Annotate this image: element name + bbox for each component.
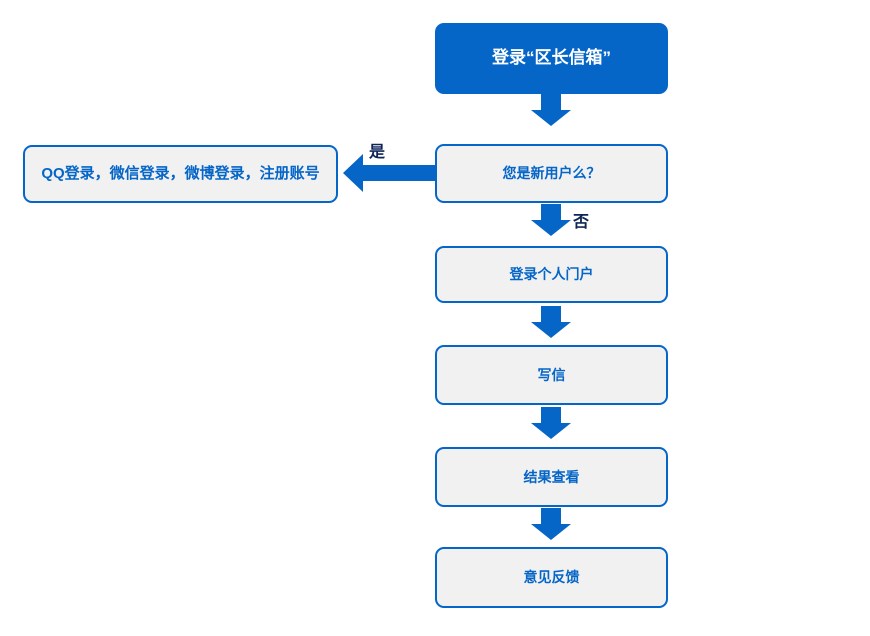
node-write-letter: 写信 [435,345,668,405]
node-feedback: 意见反馈 [435,547,668,608]
node-yes-login-options: QQ登录，微信登录，微博登录，注册账号 [23,145,338,203]
node-start-login-mailbox: 登录“区长信箱” [435,23,668,94]
flow-arrow-down-no [531,204,571,236]
flow-arrow-down-3 [531,306,571,338]
node-question-new-user: 您是新用户么？ [435,144,668,203]
node-view-results: 结果查看 [435,447,668,507]
flow-arrow-down-1 [531,94,571,126]
flow-arrow-down-4 [531,407,571,439]
branch-label-no: 否 [573,214,590,231]
node-login-personal-portal: 登录个人门户 [435,246,668,303]
flow-arrow-down-5 [531,508,571,540]
branch-label-yes: 是 [369,144,386,161]
flow-arrow-left-yes [343,154,435,192]
